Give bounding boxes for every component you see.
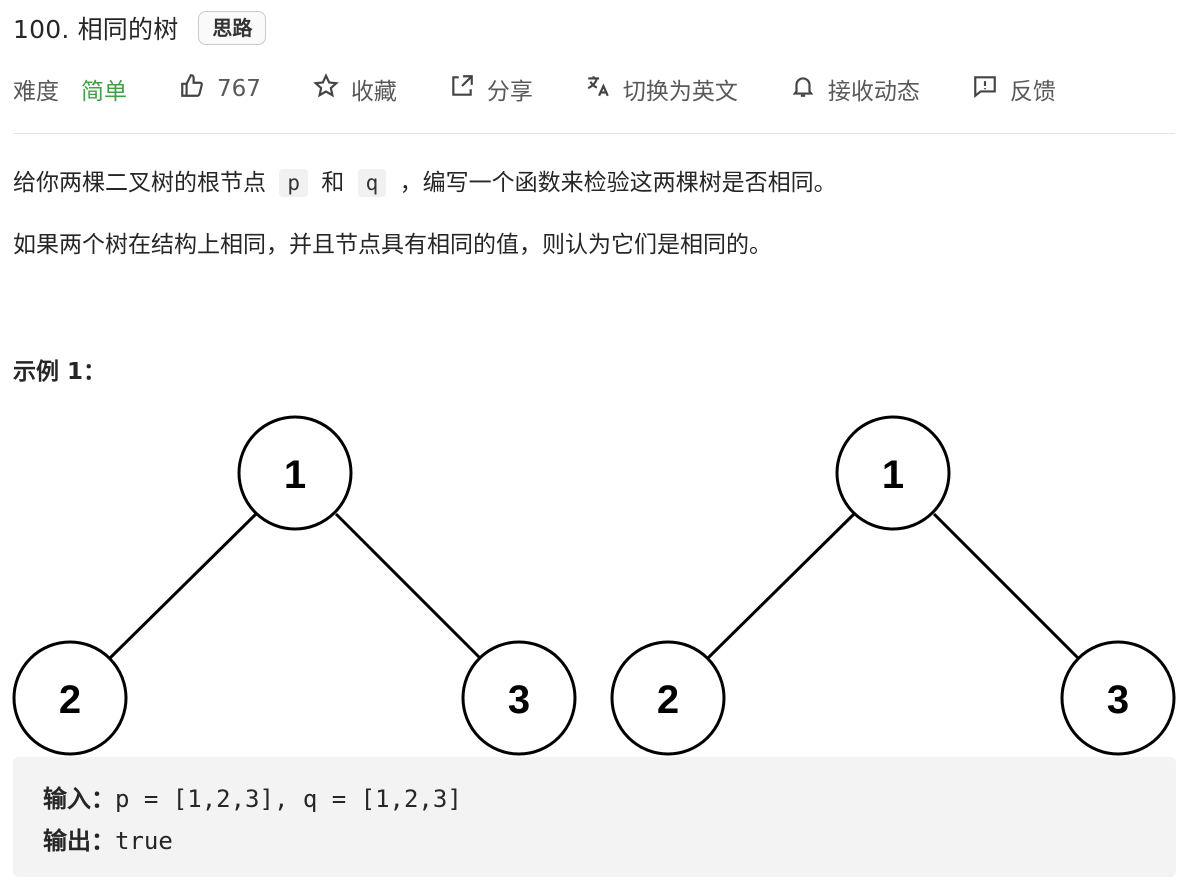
translate-icon (585, 73, 611, 105)
subscribe-label: 接收动态 (827, 79, 920, 105)
example-input: 输入：p = [1,2,3], q = [1,2,3] (43, 779, 462, 814)
example-io-box: 输入：p = [1,2,3], q = [1,2,3] 输出：true (13, 757, 1176, 877)
like-count: 767 (217, 76, 261, 102)
input-value: p = [1,2,3], q = [1,2,3] (115, 785, 462, 813)
desc-text: ，编写一个函数来检验这两棵树是否相同。 (399, 170, 837, 196)
desc-text: 给你两棵二叉树的根节点 (13, 170, 266, 196)
example-output: 输出：true (43, 821, 173, 856)
star-icon (313, 73, 339, 105)
hint-badge[interactable]: 思路 (198, 11, 267, 45)
feedback-icon (972, 73, 998, 105)
tree-edge (334, 512, 482, 660)
node-label: 1 (882, 453, 904, 497)
difficulty-label: 难度 (13, 79, 59, 105)
tree-node (610, 640, 726, 756)
share-label: 分享 (486, 79, 533, 105)
meta-row: 难度 简单 767 收藏 (13, 70, 1108, 108)
node-label: 2 (657, 678, 679, 722)
favorite-label: 收藏 (350, 79, 397, 105)
code-q: q (357, 169, 387, 197)
desc-text: 和 (321, 170, 345, 196)
share-icon (449, 73, 475, 105)
divider (13, 133, 1175, 134)
description-line-1: 给你两棵二叉树的根节点 p 和 q ，编写一个函数来检验这两棵树是否相同。 (13, 163, 837, 203)
example-title: 示例 1： (13, 359, 107, 385)
difficulty: 难度 简单 (13, 72, 127, 106)
node-label: 3 (1107, 678, 1129, 722)
title-row: 100. 相同的树 思路 (13, 10, 267, 46)
description-line-2: 如果两个树在结构上相同，并且节点具有相同的值，则认为它们是相同的。 (13, 232, 772, 258)
tree-p (12, 415, 577, 756)
thumbs-up-icon (179, 73, 205, 105)
output-value: true (115, 827, 173, 855)
favorite-button[interactable]: 收藏 (313, 72, 397, 106)
tree-node (835, 415, 951, 531)
bell-icon (790, 73, 816, 105)
tree-node (12, 640, 128, 756)
node-label: 1 (284, 453, 306, 497)
input-label: 输入： (43, 785, 115, 813)
tree-edge (932, 512, 1080, 660)
node-label: 3 (508, 678, 530, 722)
feedback-label: 反馈 (1009, 79, 1056, 105)
tree-node (1060, 640, 1176, 756)
feedback-button[interactable]: 反馈 (972, 72, 1056, 106)
code-p: p (279, 169, 308, 197)
subscribe-button[interactable]: 接收动态 (790, 72, 920, 106)
tree-edge (706, 512, 856, 660)
translate-button[interactable]: 切换为英文 (585, 72, 738, 106)
tree-node (237, 415, 353, 531)
share-button[interactable]: 分享 (449, 72, 533, 106)
tree-edge (108, 512, 258, 660)
difficulty-value: 简单 (81, 79, 127, 105)
problem-title: 100. 相同的树 (13, 15, 179, 44)
translate-label: 切换为英文 (622, 79, 738, 105)
node-label: 2 (59, 678, 81, 722)
like-button[interactable]: 767 (179, 73, 261, 105)
tree-node (461, 640, 577, 756)
output-label: 输出： (43, 827, 115, 855)
tree-q (610, 415, 1176, 756)
example-trees-image: 1 2 3 1 2 3 (12, 415, 1176, 756)
